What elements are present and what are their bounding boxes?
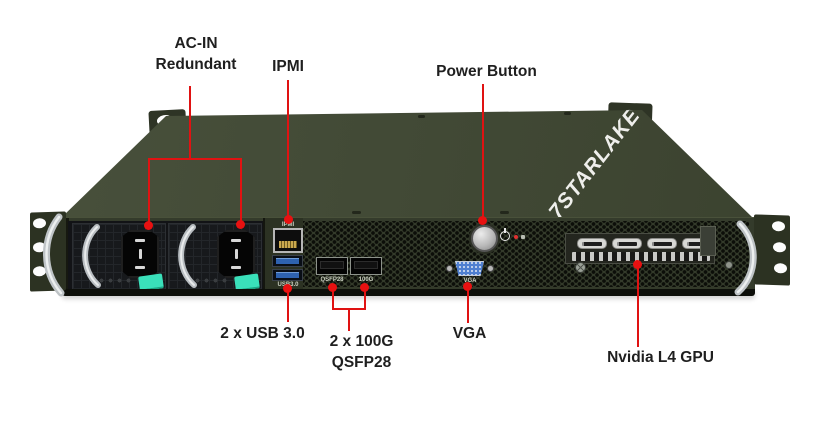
dp-slot bbox=[687, 242, 707, 246]
screw bbox=[500, 211, 509, 214]
vga-port bbox=[455, 261, 484, 276]
screw bbox=[418, 115, 425, 118]
qsfp-port-label-1: QSFP28 bbox=[320, 277, 344, 283]
displayport-2 bbox=[612, 238, 642, 249]
usb3-port-2 bbox=[272, 269, 303, 281]
gpu-callout-dot bbox=[633, 260, 642, 269]
callout-label-ipmi: IPMI bbox=[272, 58, 304, 75]
gpu-bracket bbox=[565, 233, 715, 264]
callout-label-power-button: Power Button bbox=[436, 63, 537, 80]
ac-in-callout-line-left bbox=[148, 158, 150, 223]
usb-callout-dot bbox=[283, 284, 292, 293]
ac-in-callout-bracket bbox=[148, 158, 242, 160]
hdd-led bbox=[521, 235, 525, 239]
ac-inlet-1 bbox=[121, 230, 159, 278]
qsfp28-port-2 bbox=[350, 257, 382, 275]
inlet-pin bbox=[234, 249, 238, 259]
card-retention-latch bbox=[700, 226, 716, 256]
ac-in-callout-line bbox=[189, 86, 191, 160]
ipmi-ethernet-port bbox=[273, 228, 303, 253]
qsfp-callout-line-left bbox=[332, 287, 334, 310]
mounting-hole bbox=[772, 221, 785, 232]
power-symbol-icon bbox=[500, 228, 510, 241]
chassis-bottom-edge bbox=[62, 289, 755, 296]
vga-screw bbox=[487, 265, 494, 272]
power-led bbox=[514, 235, 518, 239]
gpu-bracket-vents bbox=[572, 252, 710, 261]
inlet-pin bbox=[135, 239, 145, 242]
qsfp28-port-1 bbox=[316, 257, 348, 275]
qsfp-cage-slot bbox=[354, 261, 378, 269]
usb-callout-line bbox=[287, 288, 289, 322]
ac-inlet-2 bbox=[217, 230, 255, 278]
inlet-pin bbox=[138, 249, 142, 259]
qsfp-cage-slot bbox=[320, 261, 344, 269]
brand-logo: 7STARLAKE bbox=[544, 104, 645, 224]
qsfp-callout-line-center bbox=[348, 308, 350, 331]
ac-in-callout-dot-2 bbox=[236, 220, 245, 229]
inlet-pin bbox=[135, 266, 145, 269]
dp-slot bbox=[652, 242, 672, 246]
vga-callout-dot bbox=[463, 282, 472, 291]
power-callout-dot bbox=[478, 216, 487, 225]
screw bbox=[725, 261, 733, 269]
psu-wire-handle-icon bbox=[82, 224, 101, 288]
usb-tongue bbox=[276, 258, 299, 264]
vga-callout-line bbox=[467, 286, 469, 323]
psu-vent-holes bbox=[97, 278, 131, 283]
psu-bay bbox=[68, 221, 263, 292]
qsfp-callout-dot-left bbox=[328, 283, 337, 292]
ac-in-callout-dot-1 bbox=[144, 221, 153, 230]
screw bbox=[352, 211, 361, 214]
vga-screw bbox=[446, 265, 453, 272]
inlet-pin bbox=[231, 239, 241, 242]
callout-label-gpu: Nvidia L4 GPU bbox=[607, 349, 714, 366]
ipmi-callout-line bbox=[287, 80, 289, 218]
vga-port-label: VGA bbox=[463, 278, 477, 284]
callout-label-ac-in: AC-IN Redundant bbox=[155, 35, 237, 73]
psu-wire-handle-icon bbox=[178, 224, 197, 288]
thumbscrew bbox=[575, 262, 586, 273]
callout-label-vga: VGA bbox=[452, 325, 487, 342]
ac-in-callout-line-right bbox=[240, 158, 242, 222]
power-button bbox=[471, 225, 498, 252]
panel-divider bbox=[263, 218, 265, 292]
displayport-1 bbox=[577, 238, 607, 249]
qsfp-port-label-2: 100G bbox=[358, 277, 374, 283]
callout-label-usb: 2 x USB 3.0 bbox=[220, 325, 305, 342]
mounting-hole bbox=[773, 242, 786, 253]
mounting-hole bbox=[774, 263, 787, 274]
front-handle-right-icon bbox=[734, 220, 757, 296]
usb3-port-1 bbox=[272, 255, 303, 267]
psu-module-2 bbox=[168, 223, 262, 292]
rj45-contacts bbox=[279, 241, 297, 248]
qsfp-callout-dot-right bbox=[360, 283, 369, 292]
power-callout-line bbox=[482, 84, 484, 218]
psu-vent-holes bbox=[193, 278, 227, 283]
dp-slot bbox=[617, 242, 637, 246]
callout-label-qsfp: 2 x 100G QSFP28 bbox=[329, 333, 394, 371]
dp-slot bbox=[582, 242, 602, 246]
ipmi-callout-dot bbox=[284, 215, 293, 224]
front-handle-left-icon bbox=[43, 213, 65, 297]
ipmi-port-label: IPMI bbox=[281, 222, 295, 228]
displayport-3 bbox=[647, 238, 677, 249]
screw bbox=[564, 112, 571, 115]
gpu-callout-line bbox=[637, 265, 639, 347]
usb-tongue bbox=[276, 272, 299, 278]
qsfp-callout-line-right bbox=[364, 287, 366, 310]
inlet-pin bbox=[231, 266, 241, 269]
psu-module-1 bbox=[72, 223, 166, 292]
